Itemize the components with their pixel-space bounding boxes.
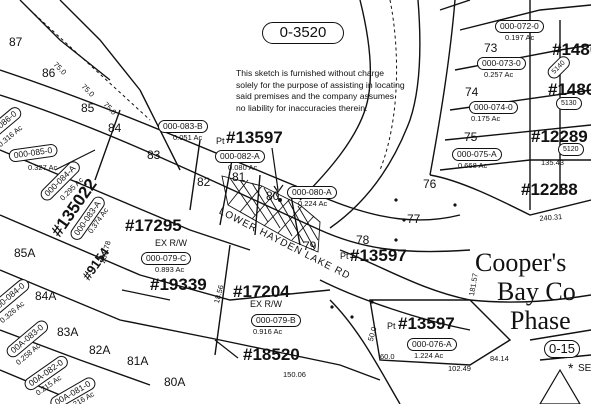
lot-number: 81	[232, 170, 246, 184]
parcel-acreage: 0.224 Ac	[298, 199, 328, 208]
edge-label: SE	[578, 363, 591, 374]
parcel-acreage: 0.668 Ac	[458, 161, 488, 170]
parcel-acreage: 0.051 Ac	[173, 133, 203, 142]
dimension-label: 84.14	[490, 354, 509, 363]
ex-rw-label: EX R/W	[250, 299, 283, 309]
lot-number: 85	[81, 101, 95, 115]
parcel-id-oval: 000-076-A	[407, 338, 457, 351]
lot-number: 84	[108, 121, 122, 135]
instrument-number: #17295	[125, 216, 182, 235]
parcel-acreage: 0.080 Ac	[228, 163, 258, 172]
lot-number: 83A	[57, 325, 79, 339]
street-number-oval: 5130	[556, 97, 582, 110]
lot-number: 85A	[14, 246, 36, 260]
lot-number: 78	[356, 233, 370, 247]
subdivision-line-3: Phase	[510, 306, 571, 335]
instrument-number: #19339	[150, 275, 207, 294]
parcel-acreage: 0.197 Ac	[505, 33, 535, 42]
asterisk-marker: *	[568, 360, 574, 376]
instrument-number: #18520	[243, 345, 300, 364]
instrument-number: #13597	[226, 128, 283, 147]
dimension-label: 150.06	[283, 370, 306, 379]
parcel-acreage: 0.257 Ac	[484, 70, 514, 79]
dimension-label: 102.49	[448, 364, 471, 373]
parcel-id-oval: 000-083-B	[158, 120, 208, 133]
lot-number: 87	[9, 35, 23, 49]
instrument-number: #1480	[552, 40, 591, 59]
lot-number: 86	[42, 66, 56, 80]
lot-number: 84A	[35, 289, 57, 303]
parcel-acreage: 0.175 Ac	[471, 114, 501, 123]
instrument-number: #1480	[548, 80, 591, 99]
instrument-number: #13597	[350, 246, 407, 265]
instrument-number: #12288	[521, 180, 578, 199]
parcel-id-oval: 000-079-C	[141, 252, 192, 265]
lot-number: 82A	[89, 343, 111, 357]
lot-number: 81A	[127, 354, 149, 368]
parcel-id-oval: 000-075-A	[452, 148, 502, 161]
parcel-id-oval: 000-073-0	[477, 57, 526, 70]
dimension-label: 60.0	[380, 352, 395, 361]
parcel-id-oval: 000-079-B	[251, 314, 301, 327]
instrument-number: #17204	[233, 282, 290, 301]
pt-label: Pt	[340, 251, 349, 261]
lot-number: 79	[303, 239, 317, 253]
parcel-acreage: 0.916 Ac	[253, 327, 283, 336]
map-number-badge: 0-3520	[262, 22, 344, 44]
parcel-id-oval: 000-080-A	[287, 186, 337, 199]
lot-number: 80	[266, 189, 280, 203]
lot-number: 83	[147, 148, 161, 162]
lot-number: 75	[464, 130, 478, 144]
lot-number: 76	[423, 177, 437, 191]
lot-number: 73	[484, 41, 498, 55]
parcel-id-oval: 000-074-0	[469, 101, 518, 114]
parcel-id-oval: 000-072-0	[495, 20, 544, 33]
lot-number: 77	[407, 212, 421, 226]
lot-number: 82	[197, 175, 211, 189]
instrument-number: #12289	[531, 127, 588, 146]
pt-label: Pt	[216, 136, 225, 146]
lot-number: 80A	[164, 375, 186, 389]
map-reference-oval: 0-15	[544, 340, 581, 358]
instrument-number: #13597	[398, 314, 455, 333]
lot-number: 74	[465, 85, 479, 99]
parcel-id-oval: 000-082-A	[215, 150, 265, 163]
dimension-label: 135.43	[541, 158, 564, 167]
parcel-acreage: 0.327 Ac	[28, 163, 58, 172]
ex-rw-label: EX R/W	[155, 238, 188, 248]
street-number-oval: 5120	[558, 143, 584, 156]
parcel-acreage: 1.224 Ac	[414, 351, 444, 360]
disclaimer-text: This sketch is furnished without charge …	[236, 68, 405, 113]
pt-label: Pt	[387, 321, 396, 331]
subdivision-line-1: Cooper's	[475, 248, 567, 277]
subdivision-line-2: Bay Co	[497, 277, 576, 306]
parcel-acreage: 0.893 Ac	[155, 265, 185, 274]
